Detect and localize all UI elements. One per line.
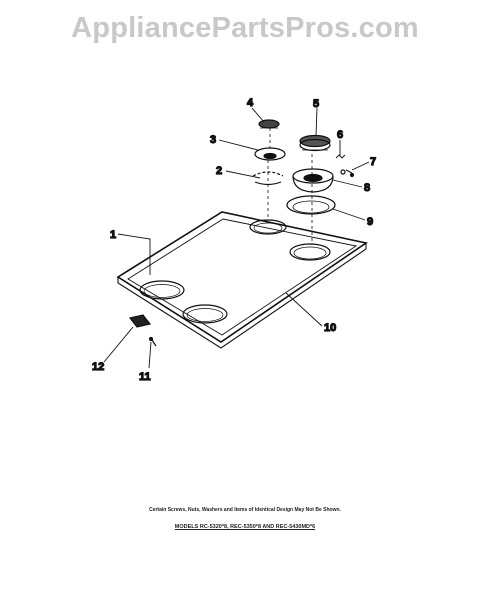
callout-10: 10 (324, 322, 336, 334)
burner-head (299, 134, 331, 152)
parts-disclaimer-note: Certain Screws, Nuts, Washers and Items … (149, 507, 341, 513)
leader-lines (103, 107, 370, 369)
burner-opening-front-left (139, 280, 185, 300)
screw-part (340, 169, 355, 178)
spring-clip (335, 154, 346, 159)
burner-ring (254, 147, 286, 161)
bracket-screw (148, 336, 157, 347)
alignment-lines (267, 128, 313, 245)
callout-4: 4 (247, 97, 254, 109)
callout-1: 1 (110, 229, 116, 241)
trim-ring (286, 195, 336, 215)
callout-6: 6 (337, 129, 343, 141)
burner-opening-rear-right (289, 243, 331, 261)
cooktop-panel (116, 211, 368, 349)
callout-8: 8 (364, 182, 370, 194)
callout-5: 5 (313, 98, 319, 110)
burner-cap (258, 119, 280, 129)
callout-11: 11 (139, 371, 151, 383)
burner-bowl (292, 168, 334, 193)
callout-7: 7 (370, 156, 376, 168)
burner-opening-rear-left (249, 219, 287, 235)
callout-3: 3 (210, 134, 216, 146)
mounting-bracket (128, 314, 152, 328)
burner-openings (139, 219, 331, 324)
models-caption: MODELS RC-5320*8, REC-5350*8 AND REC-543… (174, 524, 316, 530)
callout-12: 12 (92, 361, 104, 373)
burner-opening-front-right (182, 304, 228, 324)
watermark-text: AppliancePartsPros.com (71, 12, 419, 44)
callout-9: 9 (367, 216, 373, 228)
callout-2: 2 (216, 165, 222, 177)
